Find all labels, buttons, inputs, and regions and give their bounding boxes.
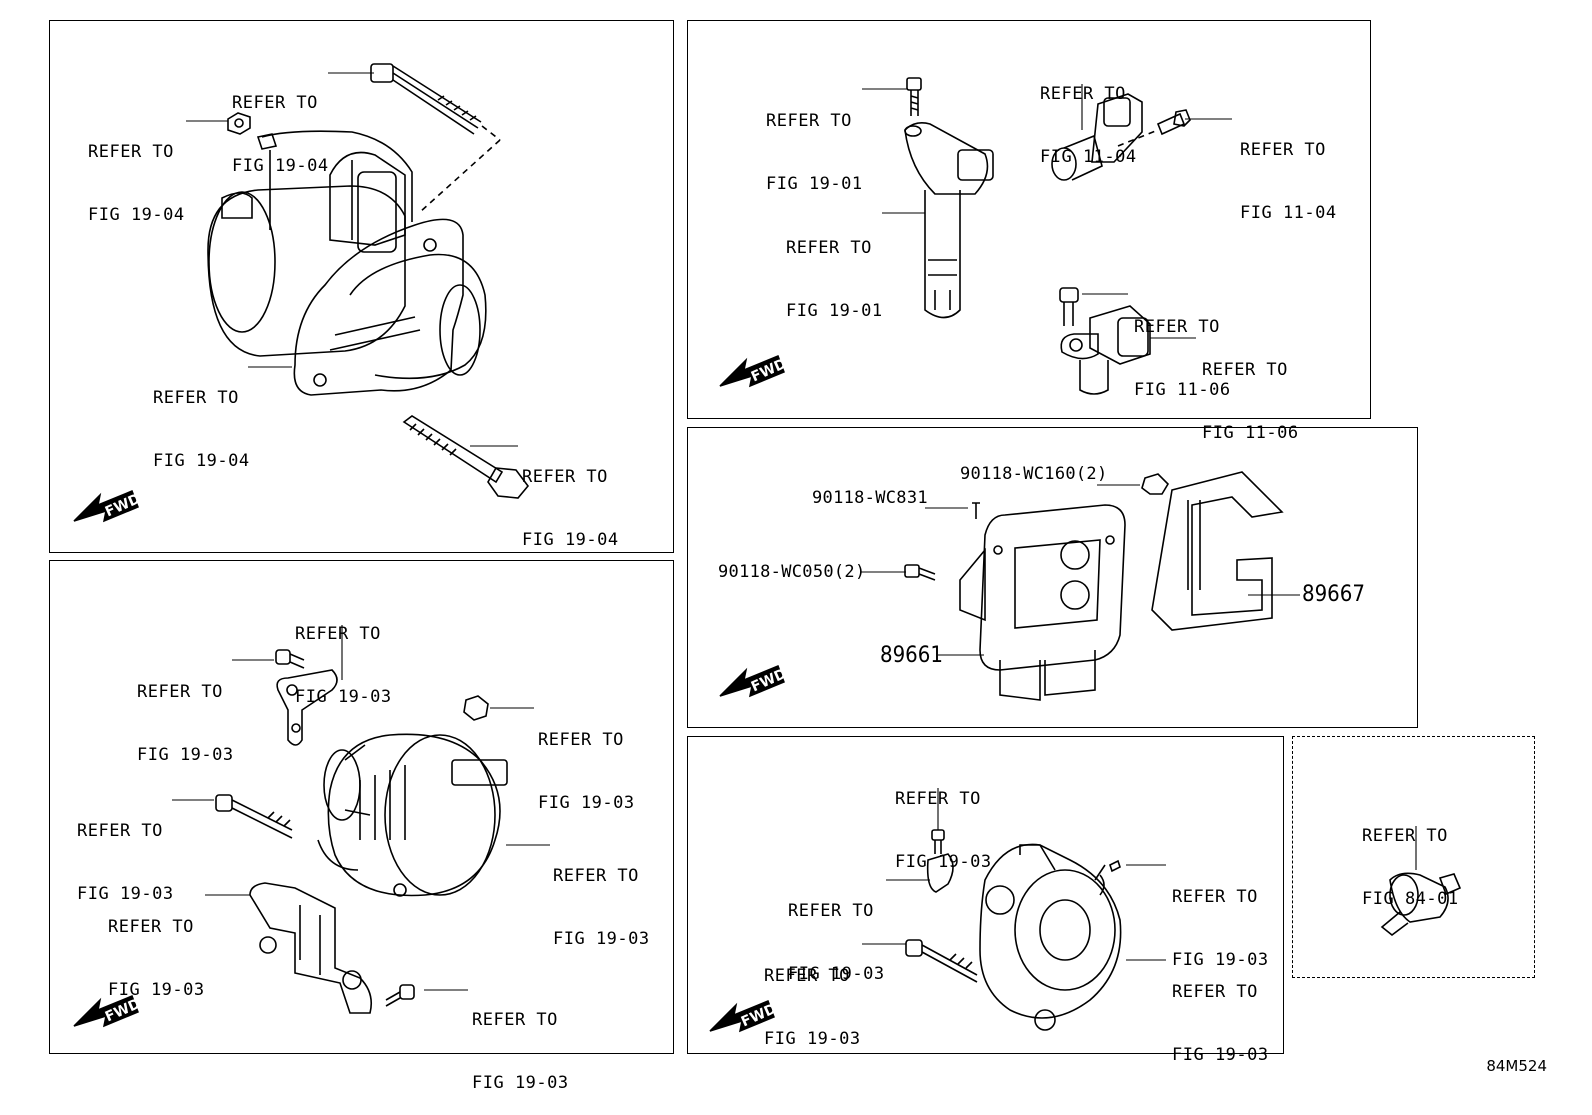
callout-line-1: REFER TO <box>1202 360 1288 380</box>
callout-label[interactable]: REFER TO FIG 19-03 <box>1172 845 1269 992</box>
callout-line-2: FIG 19-03 <box>788 964 885 984</box>
callout-line-1: REFER TO <box>153 388 239 408</box>
callout-line-1: REFER TO <box>472 1010 558 1030</box>
fwd-arrow-icon: FWD <box>716 650 789 706</box>
callout-line-1: REFER TO <box>77 821 163 841</box>
callout-line-2: FIG 19-04 <box>153 451 250 471</box>
callout-line-2: FIG 19-04 <box>88 205 185 225</box>
callout-line-1: REFER TO <box>1040 84 1126 104</box>
ignition-panel <box>687 20 1371 419</box>
callout-label[interactable]: REFER TO FIG 19-03 <box>295 582 392 729</box>
callout-line-1: REFER TO <box>1172 887 1258 907</box>
callout-line-2: FIG 11-06 <box>1134 380 1231 400</box>
callout-line-1: REFER TO <box>295 624 381 644</box>
callout-line-2: FIG 84-01 <box>1362 889 1459 909</box>
callout-line-1: REFER TO <box>1362 826 1448 846</box>
callout-line-1: REFER TO <box>766 111 852 131</box>
callout-label[interactable]: REFER TO FIG 19-03 <box>472 968 569 1115</box>
callout-label[interactable]: REFER TO FIG 84-01 <box>1362 784 1459 931</box>
callout-label[interactable]: REFER TO FIG 19-01 <box>766 69 863 216</box>
starter-panel <box>49 20 674 553</box>
callout-label[interactable]: REFER TO FIG 19-01 <box>786 196 883 343</box>
alternator-left-panel <box>49 560 674 1054</box>
fwd-arrow-icon: FWD <box>70 475 143 531</box>
callout-line-1: REFER TO <box>1240 140 1326 160</box>
part-number-label[interactable]: 90118-WC050(2) <box>718 562 866 582</box>
callout-line-2: FIG 19-03 <box>1172 950 1269 970</box>
callout-label[interactable]: REFER TO FIG 19-04 <box>232 51 329 198</box>
callout-label[interactable]: REFER TO FIG 19-04 <box>88 100 185 247</box>
callout-line-1: REFER TO <box>553 866 639 886</box>
part-number-label[interactable]: 89667 <box>1302 582 1365 607</box>
callout-label[interactable]: REFER TO FIG 11-04 <box>1040 42 1137 189</box>
callout-line-1: REFER TO <box>786 238 872 258</box>
fwd-arrow-icon: FWD <box>70 980 143 1036</box>
callout-line-2: FIG 19-03 <box>1172 1045 1269 1065</box>
callout-line-2: FIG 19-03 <box>77 884 174 904</box>
callout-line-2: FIG 19-04 <box>522 530 619 550</box>
alternator-right-panel <box>687 736 1284 1054</box>
callout-line-2: FIG 11-04 <box>1040 147 1137 167</box>
callout-line-1: REFER TO <box>88 142 174 162</box>
callout-line-1: REFER TO <box>538 730 624 750</box>
callout-label[interactable]: REFER TO FIG 19-03 <box>77 779 174 926</box>
fwd-arrow-icon: FWD <box>716 340 789 396</box>
callout-line-2: FIG 19-03 <box>764 1029 861 1049</box>
ecu-panel <box>687 427 1418 728</box>
callout-line-1: REFER TO <box>895 789 981 809</box>
callout-line-1: REFER TO <box>1172 982 1258 1002</box>
callout-line-1: REFER TO <box>788 901 874 921</box>
callout-line-2: FIG 19-03 <box>295 687 392 707</box>
diagram-code: 84M524 <box>1486 1057 1547 1075</box>
callout-label[interactable]: REFER TO FIG 19-03 <box>764 924 861 1071</box>
callout-label[interactable]: REFER TO FIG 19-03 <box>538 688 635 835</box>
part-number-label[interactable]: 89661 <box>880 643 943 668</box>
callout-line-2: FIG 11-04 <box>1240 203 1337 223</box>
callout-label[interactable]: REFER TO FIG 19-03 <box>108 875 205 1022</box>
callout-line-1: REFER TO <box>764 966 850 986</box>
callout-line-2: FIG 19-03 <box>895 852 992 872</box>
oil-switch-panel <box>1292 736 1535 978</box>
callout-label[interactable]: REFER TO FIG 19-03 <box>1172 940 1269 1087</box>
callout-line-2: FIG 19-03 <box>108 980 205 1000</box>
callout-label[interactable]: REFER TO FIG 11-06 <box>1134 275 1231 422</box>
callout-line-1: REFER TO <box>1134 317 1220 337</box>
part-number-label[interactable]: 90118-WC831 <box>812 488 928 508</box>
callout-line-1: REFER TO <box>108 917 194 937</box>
callout-label[interactable]: REFER TO FIG 19-03 <box>788 859 885 1006</box>
callout-label[interactable]: REFER TO FIG 19-03 <box>553 824 650 971</box>
callout-line-2: FIG 19-03 <box>472 1073 569 1093</box>
callout-label[interactable]: REFER TO FIG 19-04 <box>522 425 619 572</box>
callout-label[interactable]: REFER TO FIG 11-04 <box>1240 98 1337 245</box>
callout-line-1: REFER TO <box>522 467 608 487</box>
callout-label[interactable]: REFER TO FIG 19-03 <box>895 747 992 894</box>
callout-label[interactable]: REFER TO FIG 11-06 <box>1202 318 1299 465</box>
callout-line-2: FIG 19-03 <box>137 745 234 765</box>
callout-line-2: FIG 11-06 <box>1202 423 1299 443</box>
callout-line-1: REFER TO <box>137 682 223 702</box>
callout-label[interactable]: REFER TO FIG 19-04 <box>153 346 250 493</box>
fwd-arrow-icon: FWD <box>706 985 779 1041</box>
part-number-label[interactable]: 90118-WC160(2) <box>960 464 1108 484</box>
callout-line-1: REFER TO <box>232 93 318 113</box>
callout-line-2: FIG 19-03 <box>553 929 650 949</box>
callout-line-2: FIG 19-01 <box>766 174 863 194</box>
callout-line-2: FIG 19-04 <box>232 156 329 176</box>
callout-line-2: FIG 19-03 <box>538 793 635 813</box>
callout-line-2: FIG 19-01 <box>786 301 883 321</box>
callout-label[interactable]: REFER TO FIG 19-03 <box>137 640 234 787</box>
